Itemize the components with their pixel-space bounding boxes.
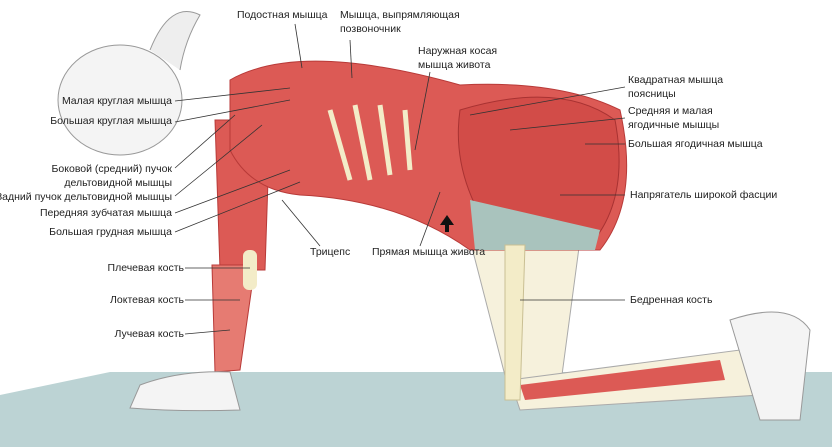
hamstring bbox=[520, 360, 725, 400]
label-quadratus-2: поясницы bbox=[628, 88, 676, 100]
label-ulna: Локтевая кость bbox=[110, 294, 184, 306]
label-gluteus-med-2: ягодичные мышцы bbox=[628, 119, 720, 131]
label-gluteus-med-1: Средняя и малая bbox=[628, 105, 713, 117]
label-humerus: Плечевая кость bbox=[107, 262, 184, 274]
label-deltoid-posterior: Задний пучок дельтовидной мышцы bbox=[0, 191, 172, 203]
humerus-bone bbox=[243, 250, 257, 290]
label-pectoralis: Большая грудная мышца bbox=[49, 226, 172, 238]
forearm bbox=[211, 264, 256, 373]
label-teres-minor: Малая круглая мышца bbox=[61, 95, 172, 107]
label-femur: Бедренная кость bbox=[630, 294, 713, 306]
hand bbox=[129, 371, 241, 412]
label-erector-spinae-2: позвоночник bbox=[340, 23, 401, 35]
arrow-up-icon bbox=[440, 215, 454, 232]
label-serratus: Передняя зубчатая мышца bbox=[39, 207, 172, 219]
ribs bbox=[327, 104, 413, 181]
label-deltoid-lateral-2: дельтовидной мышцы bbox=[64, 177, 172, 189]
leader-lines bbox=[174, 23, 626, 335]
label-deltoid-lateral-1: Боковой (средний) пучок bbox=[51, 163, 172, 175]
femur-bone bbox=[504, 244, 526, 401]
label-external-oblique-1: Наружная косая bbox=[418, 45, 498, 57]
label-quadratus-1: Квадратная мышца bbox=[628, 74, 724, 86]
thigh bbox=[469, 239, 581, 396]
label-erector-spinae-1: Мышца, выпрямляющая bbox=[340, 9, 460, 21]
label-rectus-abdominis: Прямая мышца живота bbox=[372, 246, 486, 258]
label-triceps: Трицепс bbox=[310, 246, 351, 258]
label-teres-major: Большая круглая мышца bbox=[50, 115, 172, 127]
label-external-oblique-2: мышца живота bbox=[418, 59, 491, 71]
shorts bbox=[470, 200, 600, 250]
label-infraspinatus: Подостная мышца bbox=[237, 9, 328, 21]
foot bbox=[729, 311, 811, 421]
label-gluteus-max: Большая ягодичная мышца bbox=[628, 138, 763, 150]
label-tensor: Напрягатель широкой фасции bbox=[630, 189, 778, 201]
hair-bun bbox=[149, 11, 201, 71]
label-radius: Лучевая кость bbox=[114, 328, 184, 340]
